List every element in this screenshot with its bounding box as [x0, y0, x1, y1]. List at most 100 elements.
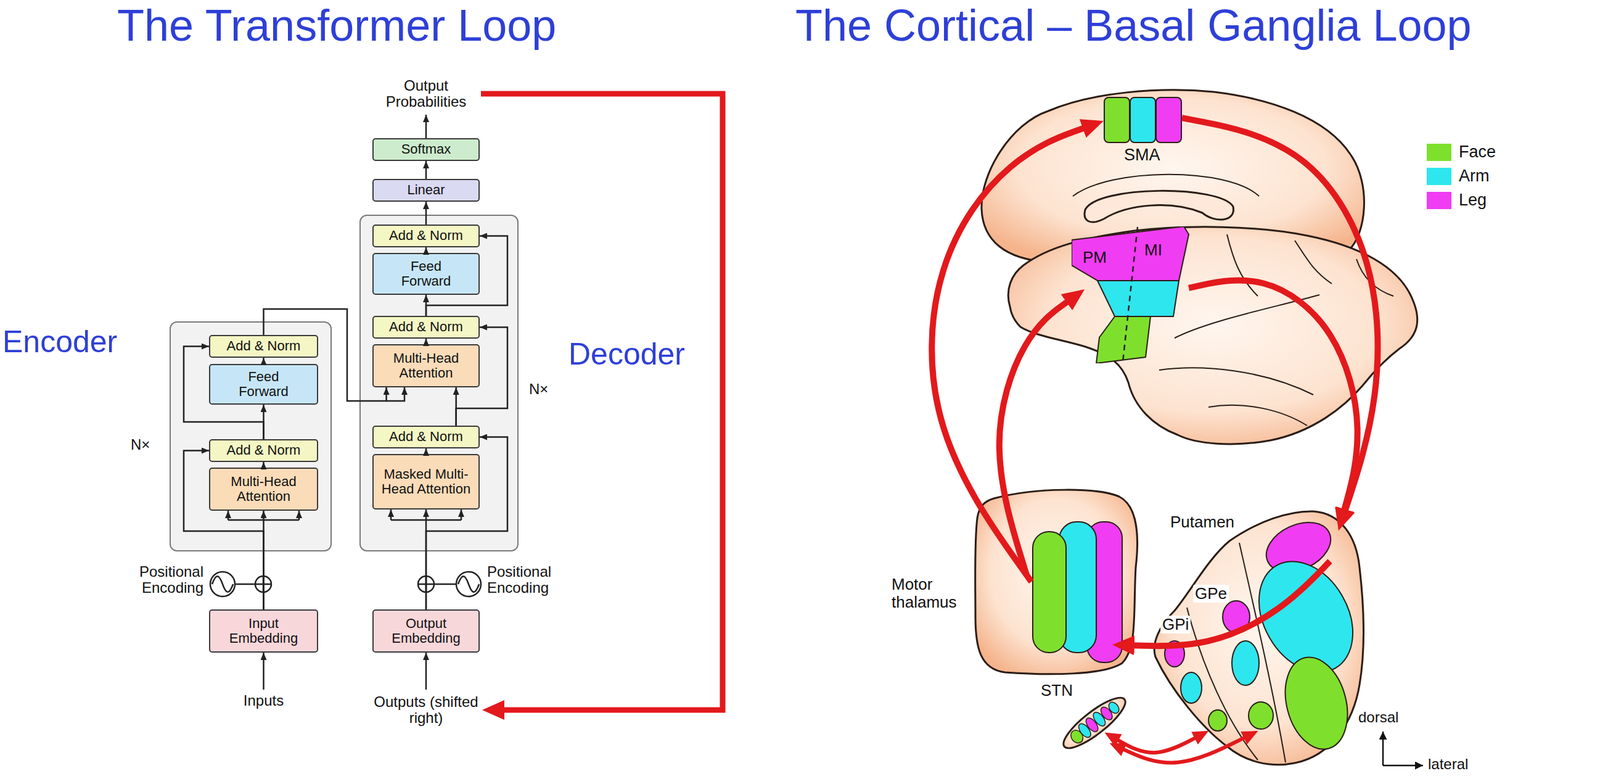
corpus-callosum: [1084, 190, 1234, 222]
region-label: SMA: [1124, 146, 1161, 165]
sine-symbol: [456, 571, 481, 597]
box-label: Outputs (shifted right): [373, 693, 479, 727]
output-text: Outputs (shifted right): [369, 689, 483, 731]
sine-symbol: [458, 575, 480, 592]
putamen-face-zone: [1275, 649, 1358, 756]
title: The Transformer Loop: [117, 1, 557, 50]
repeat-label: N×: [130, 436, 150, 453]
box-label: Add & Norm: [226, 338, 301, 354]
input-text: Inputs: [228, 689, 300, 712]
region-label: Putamen: [1168, 512, 1237, 531]
axis-label: dorsal: [1358, 709, 1399, 726]
attention-box: Multi-Head Attention: [372, 344, 480, 388]
stn-outline: [1057, 690, 1132, 756]
flow-arrow: [425, 160, 428, 179]
brain-sulcus: [1226, 234, 1258, 296]
add-norm-box: Add & Norm: [209, 334, 319, 358]
attention-fork: [460, 509, 463, 520]
legend-swatch: [1426, 167, 1452, 185]
legend-swatch: [1426, 143, 1452, 161]
add-norm-box: Add & Norm: [372, 315, 480, 339]
legend-swatch: [1426, 191, 1452, 210]
block-label: Decoder: [568, 337, 686, 372]
loop-arrow: [1188, 280, 1358, 513]
sma-strip: [1103, 96, 1182, 144]
attention-box: Multi-Head Attention: [209, 467, 319, 511]
box-label: Inputs: [243, 692, 284, 709]
encoder-block: EncoderAdd & NormFeed ForwardAdd & NormM…: [169, 321, 332, 552]
loop-arrow: [999, 300, 1070, 575]
thalamus-outline: [975, 489, 1138, 674]
axis-label: lateral: [1427, 755, 1469, 772]
flow-arrow: [425, 338, 428, 345]
sma-arm-zone: [1130, 97, 1156, 143]
region-label: MI: [1144, 241, 1163, 259]
flow-arrow: [262, 652, 265, 690]
add-norm-box: Add & Norm: [372, 224, 480, 248]
box-label: Add & Norm: [389, 319, 464, 335]
box-label: Output Embedding: [389, 615, 464, 646]
attention-fork: [227, 510, 230, 520]
encoding-wire: [434, 583, 457, 586]
stn-shape: [1057, 690, 1132, 756]
encoding-wire: [234, 583, 256, 586]
flow-arrow: [425, 247, 428, 253]
legend-label: Face: [1458, 143, 1496, 162]
temporal-sulcus: [1159, 367, 1314, 395]
masked-attention-box: Masked Multi-Head Attention: [372, 453, 480, 510]
region-label: GPe: [1193, 584, 1229, 603]
decoder-block: DecoderAdd & NormFeed ForwardAdd & NormM…: [359, 214, 519, 552]
box-label: Add & Norm: [389, 429, 464, 444]
embedding-box: Input Embedding: [209, 609, 319, 653]
flow-arrow: [425, 448, 428, 454]
sma-leg-zone: [1156, 97, 1182, 143]
sma-face-zone: [1104, 97, 1130, 143]
block-label: Encoder: [2, 324, 118, 359]
repeat-label: N×: [529, 381, 549, 398]
stn-arm-zone: [1106, 699, 1121, 715]
sine-symbol: [212, 575, 234, 592]
stn-region: STN: [1040, 681, 1134, 756]
sine-symbol: [210, 571, 235, 597]
box-label: Softmax: [401, 141, 452, 157]
loop-arrow: [931, 127, 1086, 582]
flow-arrow: [425, 114, 428, 139]
feed-forward-box: Feed Forward: [372, 252, 480, 295]
box-label: Linear: [406, 182, 445, 198]
flow-arrow: [425, 652, 428, 690]
motor-leg-zone: [1071, 226, 1189, 281]
temporal-sulcus: [1208, 405, 1308, 426]
box-label: Multi-Head Attention: [382, 350, 470, 381]
brain-sulcus: [1294, 240, 1332, 284]
add-norm-box: Add & Norm: [209, 438, 319, 462]
box-label: Add & Norm: [226, 442, 301, 458]
flow-arrow: [262, 461, 265, 468]
motor-cortex-region: PMMI: [1071, 226, 1190, 364]
gpe-face-zone: [1248, 701, 1274, 729]
box-label: Add & Norm: [389, 228, 464, 243]
attention-fork: [298, 510, 301, 520]
softmax-box: Softmax: [372, 138, 480, 161]
encoding-label: Positional Encoding: [487, 563, 580, 597]
axis-lateral: [1382, 764, 1424, 767]
sma-region: SMA: [1103, 96, 1182, 173]
legend-label: Arm: [1458, 167, 1490, 186]
attention-fork: [390, 509, 393, 520]
add-norm-box: Add & Norm: [372, 425, 480, 449]
gpe-arm-zone: [1231, 640, 1260, 686]
box-label: Multi-Head Attention: [220, 474, 308, 504]
region-label: STN: [1040, 681, 1073, 700]
basal-ganglia-region: PutamenGPeGPi: [1152, 509, 1369, 766]
region-label: GPi: [1160, 615, 1191, 634]
gpi-arm-zone: [1180, 672, 1202, 703]
box-label: Feed Forward: [233, 369, 295, 399]
loop-arrow: [1130, 561, 1330, 646]
linear-box: Linear: [372, 178, 480, 202]
output-text: Output Probabilities: [371, 72, 481, 115]
axis-dorsal: [1382, 731, 1385, 766]
loop-arrow: [1181, 117, 1379, 513]
box-label: Masked Multi-Head Attention: [379, 466, 473, 497]
region-label: Motor thalamus: [891, 575, 970, 611]
box-label: Output Probabilities: [376, 77, 476, 111]
flow-arrow: [262, 357, 265, 364]
